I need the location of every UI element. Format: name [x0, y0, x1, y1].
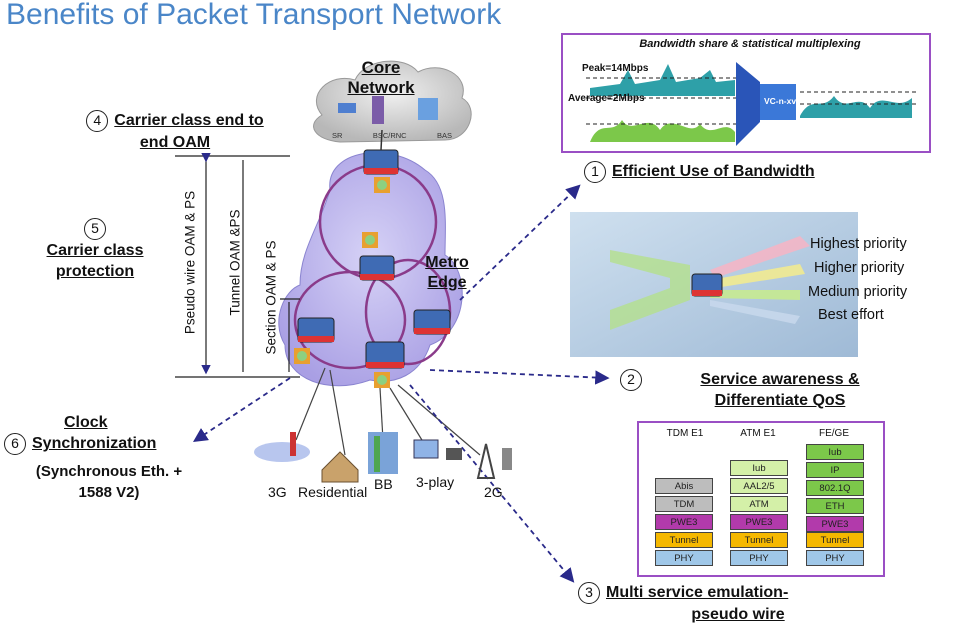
mux-funnel: [736, 62, 760, 146]
3-play-icon: [413, 439, 462, 460]
core-label-line2: Network: [347, 78, 415, 97]
priority-medium: Medium priority: [808, 284, 908, 300]
atm-layer-phy: PHY: [730, 550, 788, 566]
access-3-play-label: 3-play: [416, 474, 455, 490]
fege-layer-tunnel: Tunnel: [806, 532, 864, 548]
benefit-6-sub2: 1588 V2): [78, 484, 140, 501]
core-cloud: [313, 60, 472, 143]
peak-wave: [590, 64, 735, 96]
bsc-rnc-label: BSC/RNC: [372, 131, 407, 140]
benefit-4: 4 Carrier class end to end OAM: [60, 110, 290, 153]
benefit-1-number: 1: [584, 161, 606, 183]
metro-label-line1: Metro: [425, 254, 469, 271]
metro-label-line2: Edge: [427, 274, 467, 291]
benefit-5: 5 Carrier class protection: [30, 218, 160, 282]
sr-icon: [338, 103, 356, 113]
tdm-layer-pwe3: PWE3: [655, 514, 713, 530]
core-label-line1: Core: [361, 58, 401, 77]
peak-label: Peak=14Mbps: [582, 63, 649, 74]
bsc-rnc-icon: [372, 96, 384, 124]
left-ring: [293, 270, 407, 370]
priority-best-effort: Best effort: [818, 307, 884, 323]
bb-icon: [368, 432, 398, 474]
fege-layer-ip: IP: [806, 462, 864, 478]
benefit-5-number: 5: [84, 218, 106, 240]
section-oam-label: Section OAM & PS: [263, 240, 279, 355]
bandwidth-title: Bandwidth share & statistical multiplexi…: [639, 38, 861, 50]
router-mid: [359, 255, 395, 281]
qos-flow: [610, 250, 690, 330]
tdm-layer-phy: PHY: [655, 550, 713, 566]
benefit-4-line1: Carrier class end to: [114, 112, 264, 130]
2g-icon: [476, 443, 512, 479]
qos-router: [691, 273, 723, 297]
sr-label: SR: [332, 131, 343, 140]
atm-layer-tunnel: Tunnel: [730, 532, 788, 548]
clock-icon: [374, 372, 390, 388]
vc-label: VC-n-xv: [763, 96, 797, 106]
benefit-3-line1: Multi service emulation-: [606, 584, 789, 602]
bas-label: BAS: [436, 131, 452, 140]
fege-layer-iub: Iub: [806, 444, 864, 460]
pseudo-wire-oam-label: Pseudo wire OAM & PS: [182, 190, 198, 335]
benefit-3-line2: pseudo wire: [691, 606, 785, 623]
benefit-6-number: 6: [4, 433, 26, 455]
benefit-3-number: 3: [578, 582, 600, 604]
benefit-2-number: 2: [620, 369, 642, 391]
benefit-5-line2: protection: [55, 263, 135, 280]
stack-fege-header: FE/GE: [818, 428, 849, 439]
router-bottom: [365, 341, 405, 369]
access-bb-label: BB: [374, 476, 393, 492]
access-residential-label: Residential: [298, 484, 368, 500]
fege-layer-pwe3: PWE3: [806, 516, 864, 532]
stack-tdm-header: TDM E1: [666, 428, 704, 439]
benefit-6-line2: Synchronization: [32, 435, 157, 453]
output-wave: [800, 96, 912, 118]
benefit-3: 3 Multi service emulation- pseudo wire: [578, 582, 858, 625]
stack-atm-header: ATM E1: [740, 428, 776, 439]
fege-layer-eth: ETH: [806, 498, 864, 514]
clock-icon: [362, 232, 378, 248]
fege-layer-phy: PHY: [806, 550, 864, 566]
clock-icon: [294, 348, 310, 364]
core-device-labels: SR BSC/RNC BAS: [332, 131, 452, 140]
access-3g-label: 3G: [268, 484, 287, 500]
router-left: [297, 317, 335, 343]
benefit-2-line2: Differentiate QoS: [714, 392, 846, 409]
benefit-6: Clock 6 Synchronization (Synchronous Eth.…: [4, 412, 214, 503]
benefit-1-line1: Efficient Use of Bandwidth: [612, 163, 815, 181]
metro-edge-label: Metro Edge: [414, 253, 480, 293]
tdm-layer-tdm: TDM: [655, 496, 713, 512]
benefit-4-line2: end OAM: [139, 134, 211, 151]
benefit-6-line1: Clock: [64, 414, 108, 431]
page-title: Benefits of Packet Transport Network: [6, 0, 502, 31]
core-network-label: Core Network: [336, 58, 426, 98]
benefit-1: 1 Efficient Use of Bandwidth: [584, 161, 874, 183]
residential-icon: [321, 451, 359, 483]
benefit-6-sub1: (Synchronous Eth. +: [35, 463, 183, 480]
atm-layer-aal: AAL2/5: [730, 478, 788, 494]
tdm-layer-tunnel: Tunnel: [655, 532, 713, 548]
benefit-2-line1: Service awareness &: [700, 371, 860, 388]
clock-icon: [374, 177, 390, 193]
atm-layer-pwe3: PWE3: [730, 514, 788, 530]
priority-highest: Highest priority: [810, 236, 907, 252]
average-label: Average=2Mbps: [568, 93, 645, 104]
benefit-5-line1: Carrier class: [46, 242, 144, 259]
3g-icon: [254, 432, 310, 462]
router-top: [363, 149, 399, 175]
atm-layer-atm: ATM: [730, 496, 788, 512]
benefit-2: 2 Service awareness & Differentiate QoS: [620, 369, 900, 411]
priority-higher: Higher priority: [814, 260, 905, 276]
avg-wave: [590, 120, 735, 142]
access-2g-label: 2G: [484, 484, 503, 500]
atm-layer-iub: Iub: [730, 460, 788, 476]
fege-layer-8021q: 802.1Q: [806, 480, 864, 496]
tdm-layer-abis: Abis: [655, 478, 713, 494]
benefit-4-number: 4: [86, 110, 109, 132]
tunnel-oam-label: Tunnel OAM &PS: [227, 209, 243, 316]
router-right: [413, 309, 451, 335]
bas-icon: [418, 98, 438, 120]
